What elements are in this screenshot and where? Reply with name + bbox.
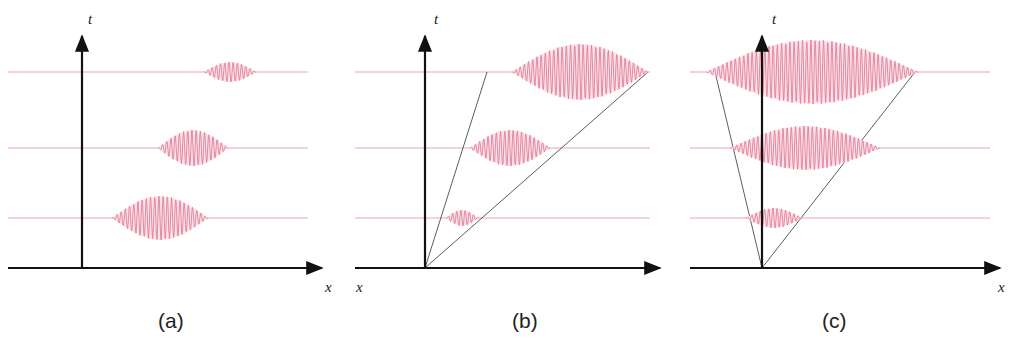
space-axis: [355, 267, 660, 269]
time-slice-line: [8, 71, 308, 72]
axis-label: x: [998, 280, 1005, 295]
time-slice-line: [690, 217, 990, 218]
packet-envelope: [446, 210, 478, 226]
wave-packet: [706, 40, 918, 104]
wave-packet: [204, 62, 256, 82]
wave-packet: [158, 130, 228, 166]
time-axis: [81, 36, 83, 268]
packet-envelope: [512, 44, 648, 100]
wave-packet: [746, 208, 802, 228]
packet-envelope: [204, 62, 256, 82]
packet-envelope: [470, 130, 550, 166]
packet-envelope: [158, 130, 228, 166]
wave-packet: [446, 210, 478, 226]
time-axis: [761, 36, 763, 268]
wave-packet: [512, 44, 648, 100]
axis-label: t: [434, 12, 438, 27]
packet-envelope: [112, 196, 208, 240]
panel-label: (c): [822, 310, 847, 331]
wave-packet: [470, 130, 550, 166]
wave-packet: [730, 126, 880, 170]
axis-label: x: [356, 280, 363, 295]
wave-packet: [112, 196, 208, 240]
light-cone-line: [425, 72, 487, 268]
panel-label: (a): [158, 310, 184, 331]
packet-envelope: [730, 126, 880, 170]
axis-label: x: [325, 280, 332, 295]
packet-envelope: [706, 40, 918, 104]
space-axis: [8, 267, 322, 269]
time-slice-line: [355, 217, 650, 218]
light-cone-line: [715, 72, 762, 268]
time-axis: [424, 36, 426, 268]
axis-label: t: [772, 12, 776, 27]
light-cone-lines: [425, 72, 915, 268]
light-cone-line: [425, 72, 648, 268]
axis-label: t: [88, 12, 92, 27]
wave-packets: [112, 40, 918, 240]
axes: [8, 36, 1000, 268]
space-axis: [690, 267, 1000, 269]
panel-label: (b): [512, 310, 538, 331]
packet-envelope: [746, 208, 802, 228]
